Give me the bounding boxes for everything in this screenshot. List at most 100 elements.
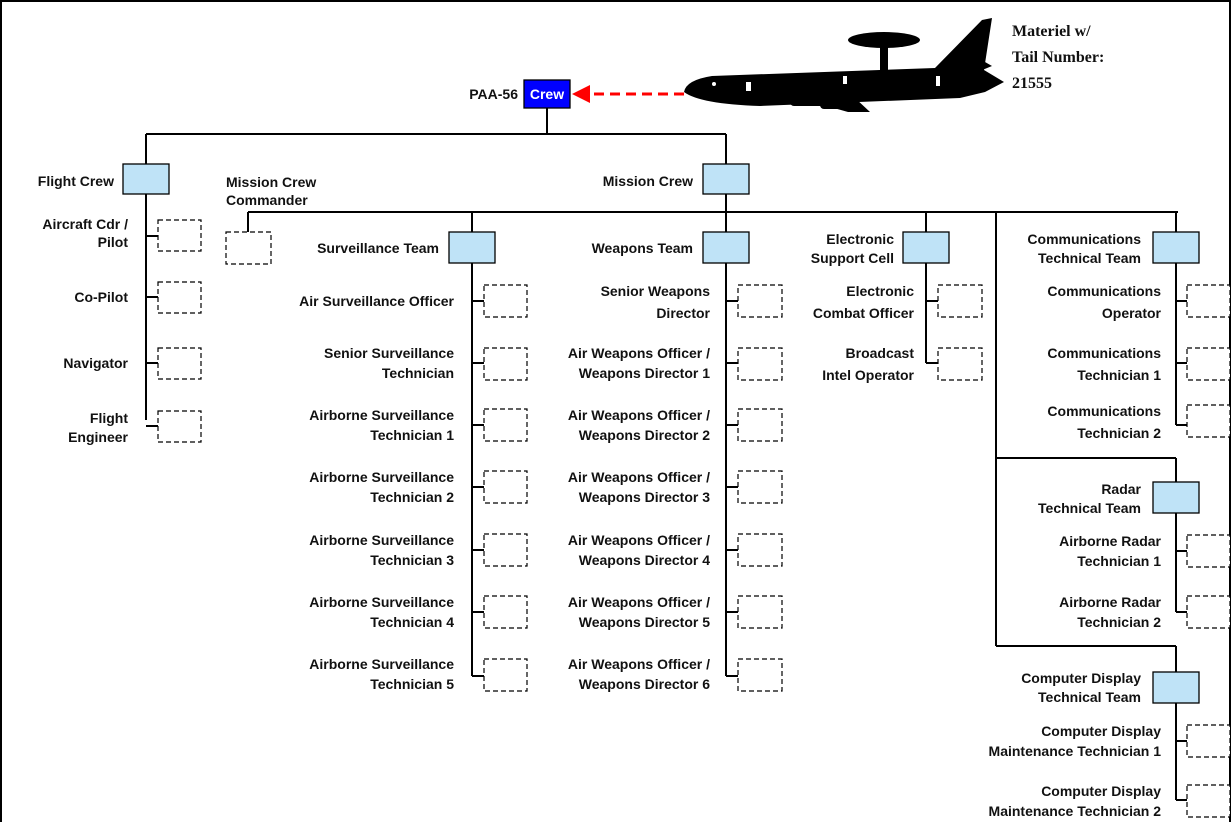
- member-label: Airborne Surveillance: [309, 407, 454, 423]
- communications-team-box[interactable]: [1152, 231, 1200, 264]
- member-label: Broadcast: [846, 345, 915, 361]
- surveillance-team-title: Surveillance Team: [317, 240, 439, 256]
- root-crew-box[interactable]: [523, 79, 571, 109]
- position-slot[interactable]: [737, 533, 783, 567]
- position-slot[interactable]: [157, 281, 202, 314]
- member-label: Airborne Surveillance: [309, 532, 454, 548]
- weapons-team-title: Weapons Team: [592, 240, 693, 256]
- materiel-tail-number: 21555: [1012, 75, 1052, 92]
- computer-display-team-box[interactable]: [1152, 671, 1200, 704]
- radar-member: Airborne Radar Technician 1: [1059, 533, 1231, 569]
- member-label: Communications: [1047, 345, 1161, 361]
- communications-team-title: Communications: [1027, 231, 1141, 247]
- member-label: Weapons Director 5: [579, 614, 710, 630]
- position-slot[interactable]: [483, 533, 528, 567]
- position-slot[interactable]: [737, 347, 783, 381]
- member-label: Senior Surveillance: [324, 345, 454, 361]
- position-slot[interactable]: [1186, 784, 1231, 818]
- arrow-head-icon: [572, 85, 590, 103]
- position-slot[interactable]: [1186, 404, 1231, 438]
- position-slot[interactable]: [483, 595, 528, 629]
- mission-crew-box[interactable]: [702, 163, 750, 195]
- commander-label: Commander: [226, 192, 308, 208]
- member-label: Communications: [1047, 403, 1161, 419]
- member-label: Technician: [382, 365, 454, 381]
- member-label: Airborne Surveillance: [309, 656, 454, 672]
- weapons-member: Air Weapons Officer / Weapons Director 1: [568, 345, 783, 381]
- member-label: Computer Display: [1041, 783, 1161, 799]
- position-slot[interactable]: [1186, 595, 1231, 629]
- position-slot[interactable]: [1186, 724, 1231, 758]
- root-prefix: PAA-56: [469, 86, 518, 102]
- position-slot[interactable]: [1186, 284, 1231, 318]
- root-crew-label: Crew: [530, 86, 564, 102]
- position-slot[interactable]: [157, 219, 202, 252]
- position-slot[interactable]: [157, 347, 202, 380]
- position-slot[interactable]: [483, 408, 528, 442]
- surveillance-member: Airborne Surveillance Technician 1: [309, 407, 528, 443]
- position-slot[interactable]: [1186, 347, 1231, 381]
- computer-display-team-title: Computer Display: [1021, 670, 1141, 686]
- position-slot[interactable]: [937, 347, 983, 381]
- member-label: Air Weapons Officer /: [568, 469, 710, 485]
- position-slot[interactable]: [937, 284, 983, 318]
- materiel-label-line2: Tail Number:: [1012, 49, 1104, 66]
- weapons-team-box[interactable]: [702, 231, 750, 264]
- member-label: Senior Weapons: [601, 283, 711, 299]
- position-slot[interactable]: [737, 284, 783, 318]
- member-label: Combat Officer: [813, 305, 915, 321]
- position-slot[interactable]: [483, 470, 528, 504]
- radar-team-title: Radar: [1101, 481, 1141, 497]
- surveillance-team-box[interactable]: [448, 231, 496, 264]
- member-label: Airborne Radar: [1059, 594, 1161, 610]
- member-label: Co-Pilot: [74, 289, 128, 305]
- member-label: Weapons Director 4: [579, 552, 710, 568]
- member-label: Flight: [90, 410, 128, 426]
- flight-crew-member: Flight Engineer: [68, 410, 202, 445]
- weapons-member: Air Weapons Officer / Weapons Director 5: [568, 594, 783, 630]
- communications-member: Communications Technician 1: [1047, 345, 1231, 383]
- surveillance-member: Air Surveillance Officer: [299, 284, 528, 318]
- position-slot[interactable]: [737, 408, 783, 442]
- radar-member: Airborne Radar Technician 2: [1059, 594, 1231, 630]
- position-slot[interactable]: [737, 470, 783, 504]
- communications-member: Communications Technician 2: [1047, 403, 1231, 441]
- flight-crew-title: Flight Crew: [38, 173, 114, 189]
- radar-team-box[interactable]: [1152, 481, 1200, 514]
- flight-crew-member: Aircraft Cdr / Pilot: [42, 216, 202, 252]
- position-slot[interactable]: [483, 347, 528, 381]
- weapons-member: Air Weapons Officer / Weapons Director 3: [568, 469, 783, 505]
- materiel-label-line1: Materiel w/: [1012, 23, 1091, 40]
- member-label: Technician 4: [370, 614, 454, 630]
- mission-commander-slot[interactable]: [225, 231, 272, 265]
- commander-label: Mission Crew: [226, 174, 316, 190]
- position-slot[interactable]: [483, 284, 528, 318]
- position-slot[interactable]: [737, 658, 783, 692]
- member-label: Technician 2: [1077, 425, 1161, 441]
- computer-display-team-title: Technical Team: [1038, 689, 1141, 705]
- member-label: Weapons Director 6: [579, 676, 710, 692]
- member-label: Maintenance Technician 1: [989, 743, 1162, 759]
- member-label: Air Weapons Officer /: [568, 407, 710, 423]
- position-slot[interactable]: [483, 658, 528, 692]
- flight-crew-member: Navigator: [63, 347, 202, 380]
- surveillance-member: Airborne Surveillance Technician 4: [309, 594, 528, 630]
- member-label: Airborne Radar: [1059, 533, 1161, 549]
- member-label: Air Weapons Officer /: [568, 656, 710, 672]
- electronic-support-box[interactable]: [902, 231, 950, 264]
- surveillance-member: Airborne Surveillance Technician 5: [309, 656, 528, 692]
- position-slot[interactable]: [157, 410, 202, 443]
- member-label: Engineer: [68, 429, 128, 445]
- weapons-member: Air Weapons Officer / Weapons Director 6: [568, 656, 783, 692]
- member-label: Communications: [1047, 283, 1161, 299]
- computer-display-member: Computer Display Maintenance Technician …: [989, 723, 1231, 759]
- member-label: Pilot: [98, 234, 129, 250]
- member-label: Aircraft Cdr /: [42, 216, 128, 232]
- position-slot[interactable]: [1186, 534, 1231, 568]
- surveillance-member: Airborne Surveillance Technician 2: [309, 469, 528, 505]
- flight-crew-box[interactable]: [122, 163, 170, 195]
- member-label: Computer Display: [1041, 723, 1161, 739]
- position-slot[interactable]: [737, 595, 783, 629]
